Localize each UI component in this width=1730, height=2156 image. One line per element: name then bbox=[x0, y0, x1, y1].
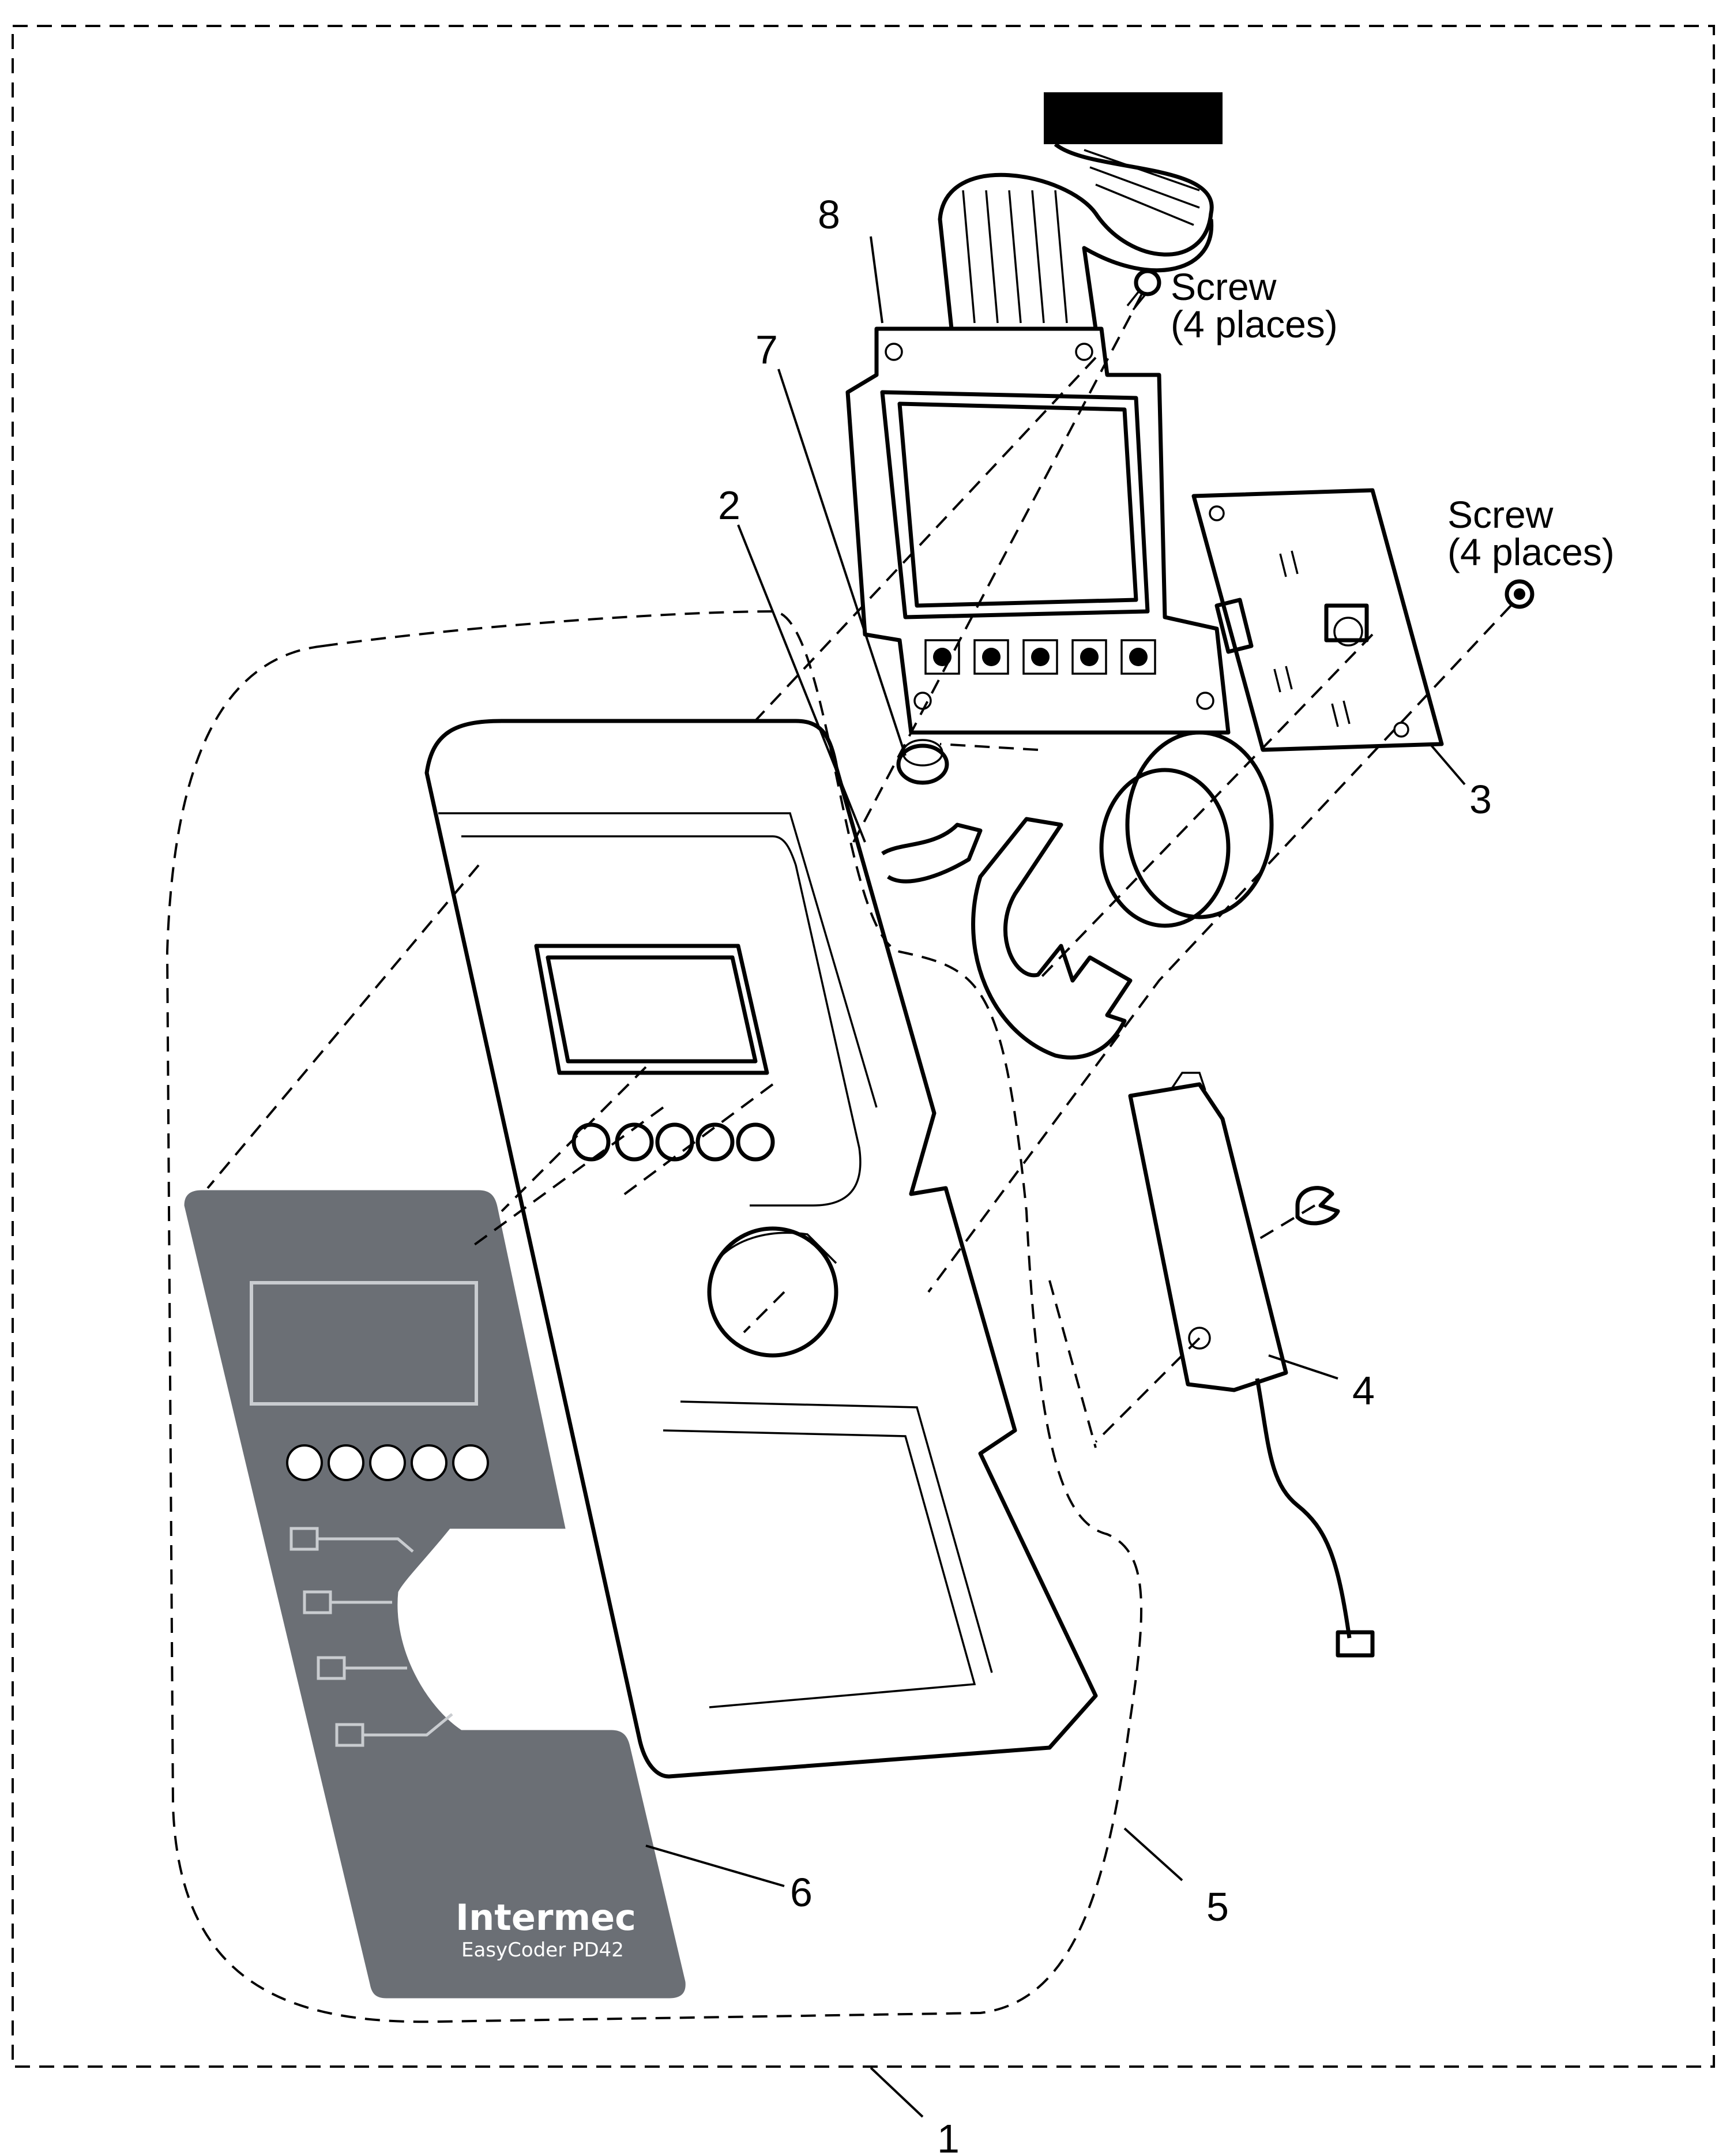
display-keys bbox=[924, 639, 1156, 675]
assembly-guide-lines bbox=[206, 294, 1512, 1448]
knob-button bbox=[896, 739, 949, 785]
screw-icon bbox=[1126, 269, 1161, 311]
display-ribbon-cable bbox=[938, 92, 1223, 331]
screw-label-right-line1: Screw bbox=[1447, 493, 1554, 536]
front-bezel bbox=[424, 719, 1098, 1779]
dial-bracket bbox=[971, 817, 1133, 1060]
callout-5: 5 bbox=[1206, 1884, 1229, 1929]
callout-7: 7 bbox=[755, 327, 778, 372]
retaining-clip bbox=[1295, 1186, 1340, 1226]
assembly-5-boundary bbox=[166, 610, 1143, 2023]
callout-1: 1 bbox=[937, 2116, 960, 2156]
callout-8: 8 bbox=[818, 192, 840, 237]
circuit-board bbox=[1191, 488, 1444, 752]
dial-housing bbox=[1099, 730, 1274, 928]
screw-label-upper-line2: (4 places) bbox=[1171, 303, 1338, 345]
display-module-frame bbox=[845, 326, 1231, 735]
overlay-model: EasyCoder PD42 bbox=[461, 1939, 624, 1962]
callout-4: 4 bbox=[1352, 1368, 1375, 1413]
front-overlay: Intermec EasyCoder PD42 bbox=[184, 1190, 686, 1999]
screw-icon bbox=[1505, 579, 1535, 609]
overlay-brand: Intermec bbox=[456, 1896, 636, 1939]
sensor-with-cable bbox=[1128, 1072, 1375, 1658]
leader-lines bbox=[645, 236, 1466, 2118]
overlay-key-icons bbox=[286, 1444, 489, 1481]
callout-3: 3 bbox=[1469, 777, 1492, 822]
callout-2: 2 bbox=[718, 483, 740, 528]
assembly-1-boundary bbox=[12, 25, 1715, 2068]
screw-label-right-line2: (4 places) bbox=[1447, 531, 1615, 573]
screw-label-upper-line1: Screw bbox=[1171, 265, 1277, 308]
callout-6: 6 bbox=[790, 1870, 813, 1915]
led-cable bbox=[881, 822, 983, 884]
